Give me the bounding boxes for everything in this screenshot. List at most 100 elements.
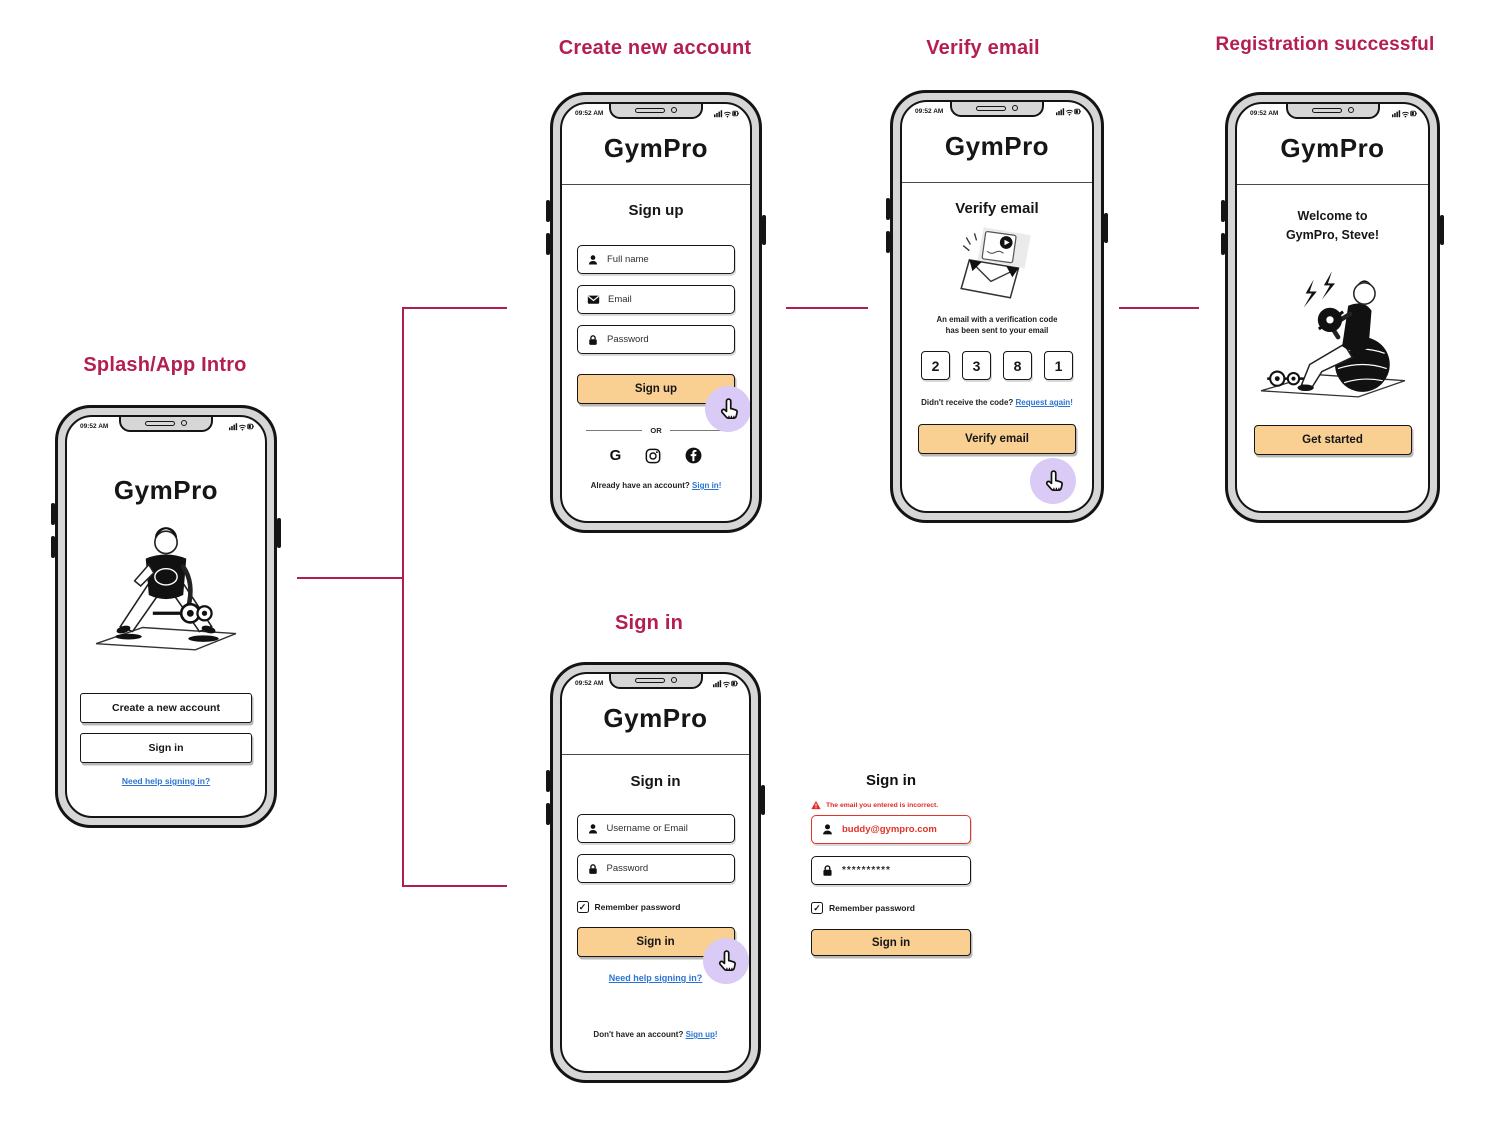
sign-in-button[interactable]: Sign in bbox=[80, 733, 252, 763]
signup-heading: Sign up bbox=[628, 202, 684, 219]
code-digit-input[interactable]: 8 bbox=[1003, 351, 1032, 380]
notch bbox=[119, 417, 213, 432]
app-logo: GymPro bbox=[603, 133, 709, 163]
flow-label-splash: Splash/App Intro bbox=[83, 354, 247, 376]
code-digit-input[interactable]: 3 bbox=[962, 351, 991, 380]
get-started-button[interactable]: Get started bbox=[1253, 425, 1412, 455]
footer-text: Don't have an account? bbox=[593, 1030, 684, 1039]
cursor-badge bbox=[1030, 458, 1076, 504]
full-name-placeholder: Full name bbox=[607, 254, 649, 265]
flow-label-verify: Verify email bbox=[926, 37, 1040, 59]
verification-code-row: 2 3 8 1 bbox=[921, 351, 1073, 380]
status-icons bbox=[713, 679, 738, 688]
resend-row: Didn't receive the code? Request again! bbox=[921, 398, 1073, 407]
error-message: The email you entered is incorrect. bbox=[826, 801, 939, 809]
email-input[interactable]: Email bbox=[577, 285, 735, 314]
notch bbox=[950, 102, 1044, 117]
or-divider: OR bbox=[586, 426, 726, 435]
signin-content: GymPro Sign in Username or Email Passwor… bbox=[562, 674, 749, 1071]
person-icon bbox=[588, 254, 598, 264]
phone-signin: 09:52 AM GymPro bbox=[546, 662, 765, 1083]
password-input-filled[interactable]: ********** bbox=[811, 856, 971, 885]
signin-heading: Sign in bbox=[630, 773, 681, 790]
warning-triangle-icon bbox=[811, 800, 821, 810]
speaker-slot bbox=[976, 105, 1006, 111]
verify-email-button[interactable]: Verify email bbox=[918, 424, 1076, 454]
hand-pointer-icon bbox=[718, 949, 736, 971]
remember-label: Remember password bbox=[829, 903, 915, 913]
status-time: 09:52 AM bbox=[915, 108, 944, 115]
footer-sign-up-link[interactable]: Sign up bbox=[685, 1030, 715, 1039]
username-input[interactable]: Username or Email bbox=[576, 814, 735, 843]
password-input[interactable]: Password bbox=[576, 854, 735, 883]
lock-icon bbox=[823, 865, 832, 876]
speaker-slot bbox=[635, 107, 665, 113]
cellular-wifi-battery-icon bbox=[714, 110, 739, 118]
remember-password-row: ✓ Remember password bbox=[811, 902, 971, 914]
camera-dot bbox=[181, 420, 187, 426]
resend-suffix: ! bbox=[1070, 398, 1073, 407]
status-icons bbox=[1056, 107, 1081, 116]
footer-sign-in-link[interactable]: Sign in bbox=[692, 481, 719, 490]
speaker-slot bbox=[1311, 107, 1342, 113]
verify-heading: Verify email bbox=[955, 200, 1039, 217]
signin-error-detail: Sign in The email you entered is incorre… bbox=[811, 772, 971, 956]
deadlift-illustration bbox=[95, 527, 237, 651]
divider-rule bbox=[586, 430, 643, 431]
sign-in-button[interactable]: Sign in bbox=[811, 929, 971, 956]
create-account-button[interactable]: Create a new account bbox=[80, 693, 252, 723]
request-again-link[interactable]: Request again bbox=[1015, 398, 1071, 407]
status-icons bbox=[1392, 109, 1417, 118]
header-divider bbox=[1237, 184, 1428, 185]
remember-label: Remember password bbox=[594, 902, 681, 912]
remember-checkbox[interactable]: ✓ bbox=[811, 902, 823, 914]
password-placeholder: Password bbox=[607, 334, 649, 345]
status-bar: 09:52 AM bbox=[80, 422, 254, 431]
welcome-line1: Welcome to bbox=[1297, 209, 1368, 223]
google-icon[interactable]: G bbox=[609, 447, 622, 464]
code-digit-input[interactable]: 2 bbox=[921, 351, 950, 380]
password-input[interactable]: Password bbox=[577, 325, 735, 354]
resend-text: Didn't receive the code? bbox=[921, 398, 1014, 407]
email-sent-illustration bbox=[960, 227, 1031, 299]
hand-pointer-icon bbox=[720, 397, 738, 419]
connector-verify-success bbox=[1119, 307, 1199, 309]
footer-suffix: ! bbox=[718, 481, 722, 490]
connector-branch-vertical bbox=[402, 307, 404, 887]
camera-dot bbox=[671, 107, 677, 113]
signup-footer: Already have an account? Sign in! bbox=[591, 481, 722, 490]
phone-verify: 09:52 AM GymPro bbox=[886, 90, 1108, 523]
volume-down-button bbox=[886, 231, 890, 253]
screen-splash: 09:52 AM GymPro bbox=[65, 415, 267, 818]
instagram-icon[interactable] bbox=[645, 448, 661, 464]
facebook-icon[interactable] bbox=[685, 447, 702, 464]
connector-splash-branch bbox=[297, 577, 403, 579]
cellular-wifi-battery-icon bbox=[229, 423, 254, 431]
divider-rule bbox=[669, 430, 726, 431]
connector-to-signin bbox=[404, 885, 507, 887]
notch bbox=[1285, 104, 1380, 119]
header-divider bbox=[562, 754, 749, 755]
signin-footer: Don't have an account? Sign up! bbox=[593, 1030, 717, 1039]
help-signing-in-link[interactable]: Need help signing in? bbox=[121, 776, 211, 786]
volume-down-button bbox=[51, 536, 55, 558]
speaker-slot bbox=[634, 677, 665, 683]
status-time: 09:52 AM bbox=[575, 680, 604, 687]
footer-text: Already have an account? bbox=[590, 481, 690, 490]
code-digit-input[interactable]: 1 bbox=[1044, 351, 1073, 380]
email-value: buddy@gympro.com bbox=[842, 824, 937, 835]
help-signing-in-link[interactable]: Need help signing in? bbox=[608, 973, 703, 983]
email-input-error[interactable]: buddy@gympro.com bbox=[811, 815, 971, 844]
status-bar: 09:52 AM bbox=[575, 109, 739, 118]
remember-password-row: ✓ Remember password bbox=[576, 901, 735, 913]
header-divider bbox=[902, 182, 1092, 183]
welcome-message: Welcome to GymPro, Steve! bbox=[1286, 207, 1379, 245]
sign-in-button[interactable]: Sign in bbox=[576, 927, 735, 957]
person-icon bbox=[588, 823, 597, 833]
volume-up-button bbox=[546, 770, 550, 792]
full-name-input[interactable]: Full name bbox=[577, 245, 735, 274]
power-button bbox=[761, 785, 765, 815]
remember-checkbox[interactable]: ✓ bbox=[576, 901, 589, 913]
success-content: GymPro Welcome to GymPro, Steve! bbox=[1237, 104, 1428, 511]
